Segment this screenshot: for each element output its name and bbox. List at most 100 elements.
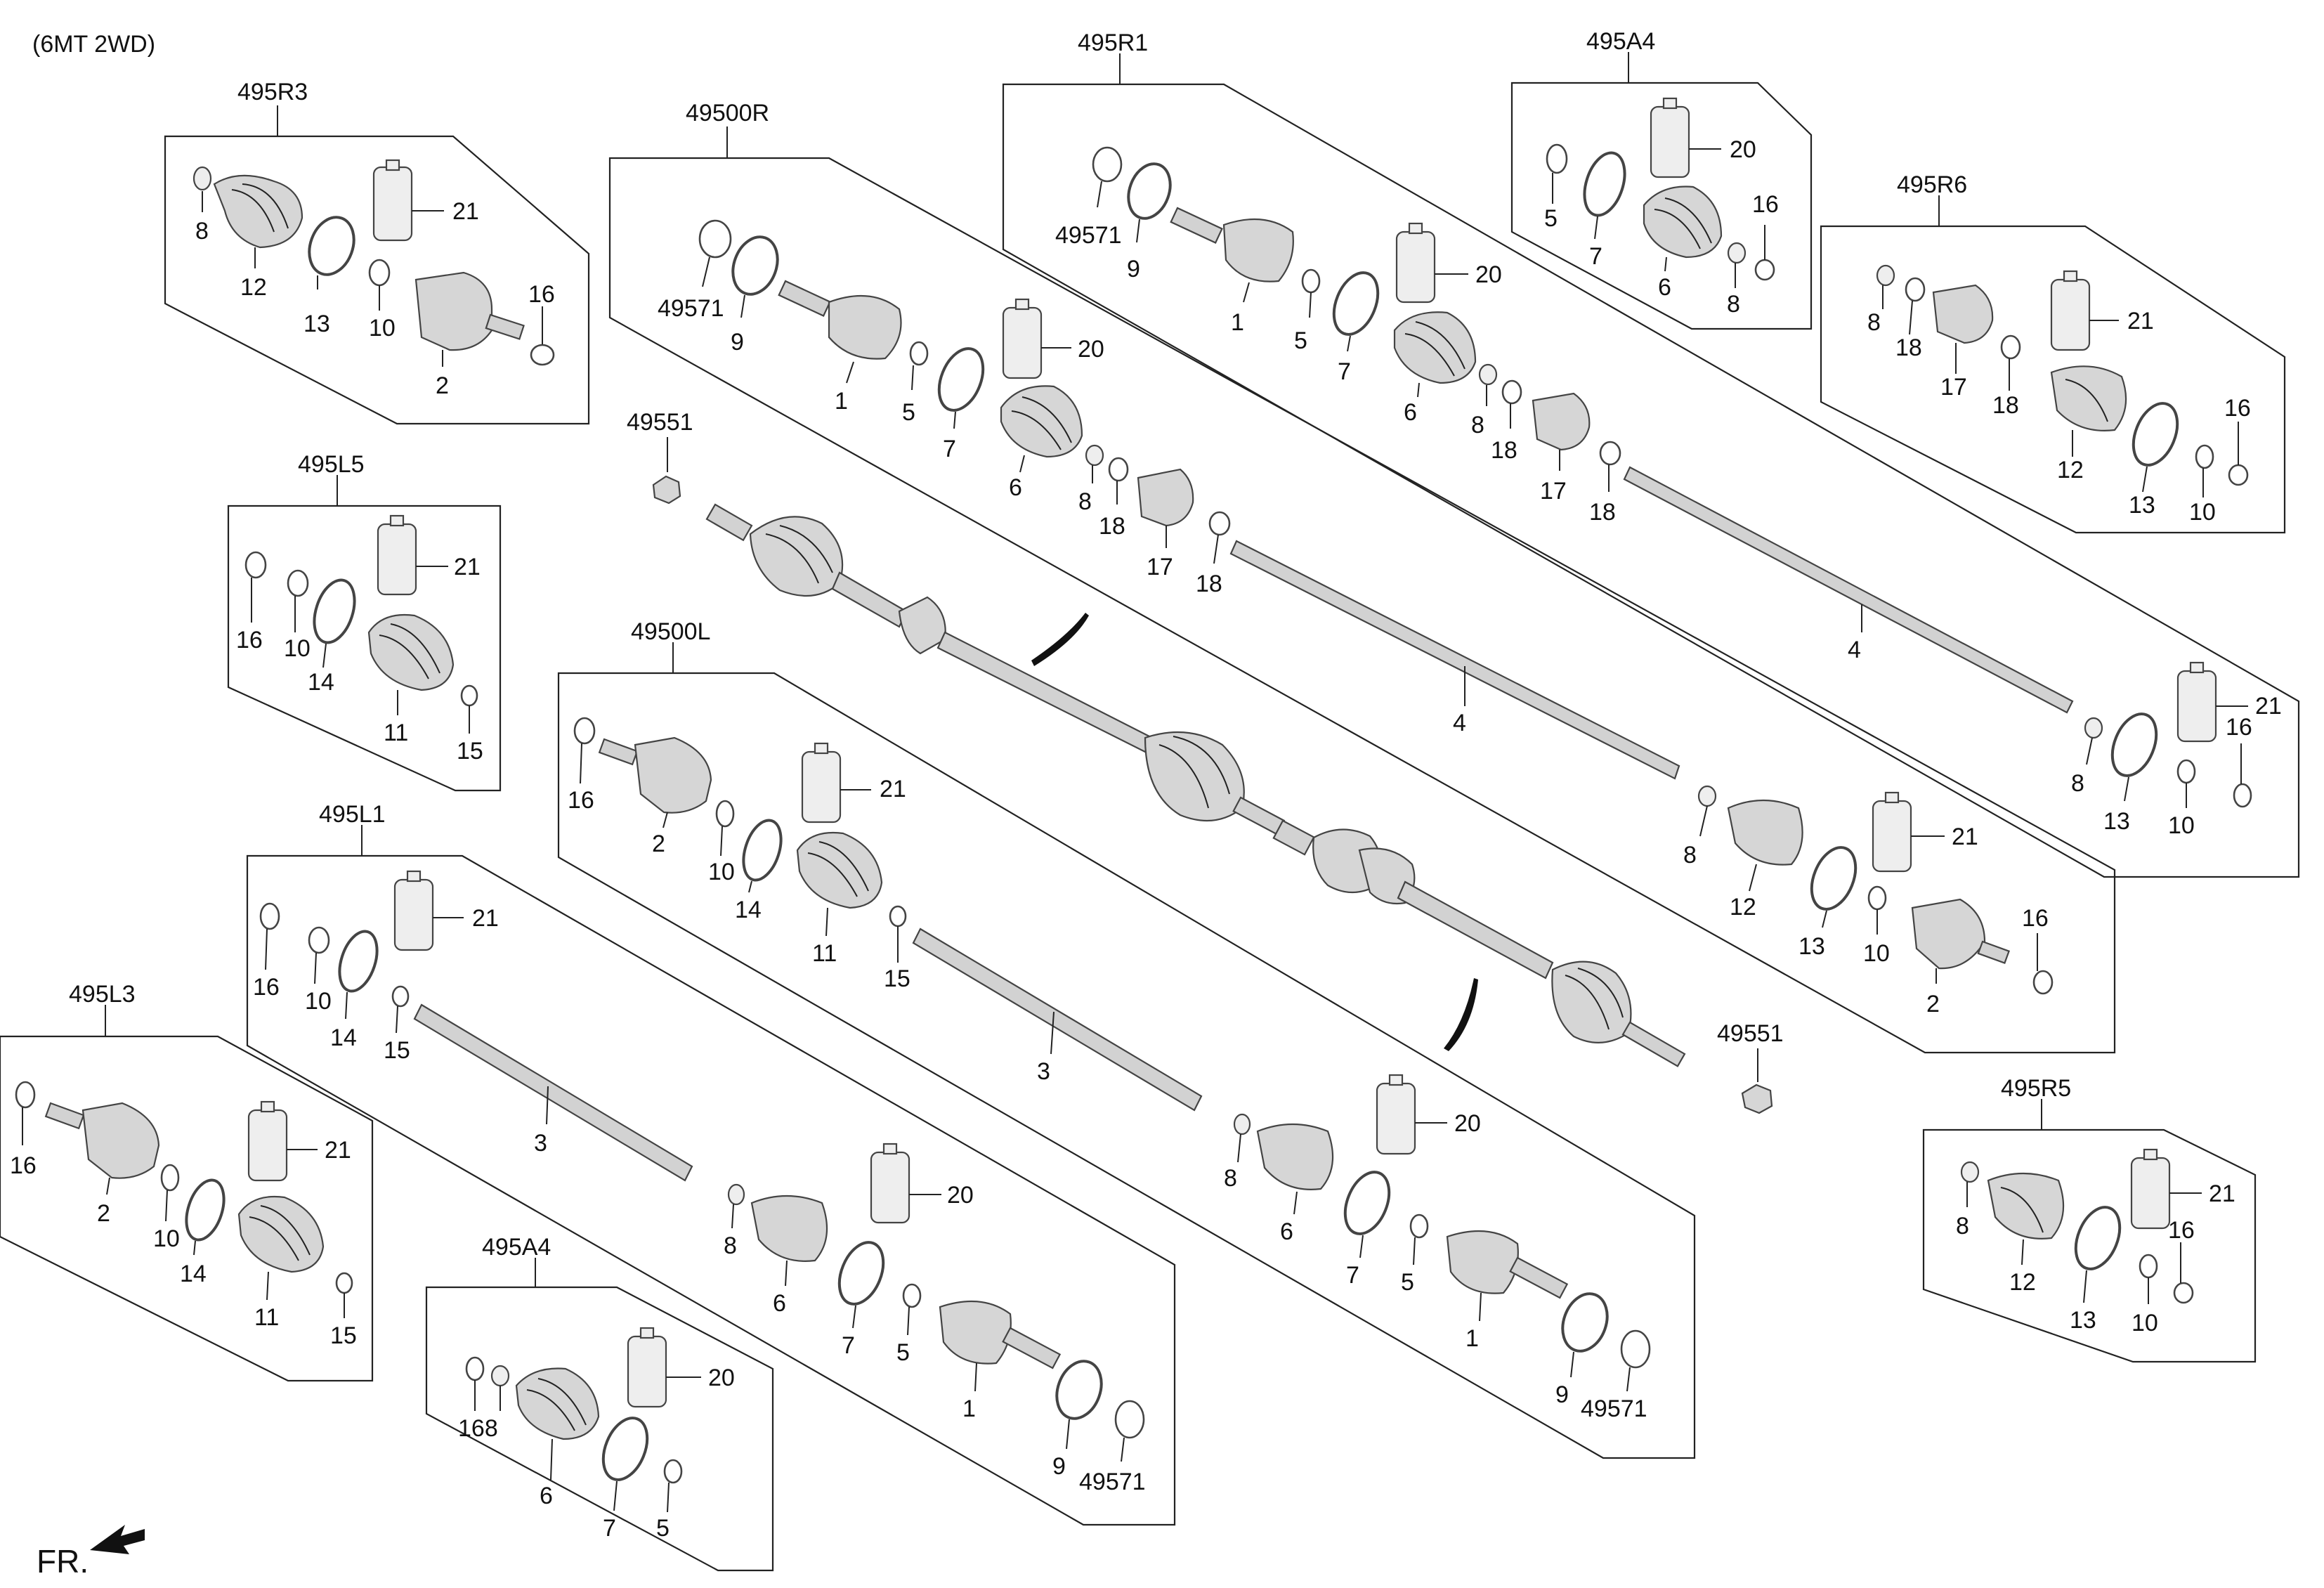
part-label[interactable]: 18 bbox=[1196, 571, 1222, 597]
part-label[interactable]: 6 bbox=[540, 1483, 553, 1509]
group-code-495L1[interactable]: 495L1 bbox=[319, 801, 386, 828]
part-label[interactable]: 1 bbox=[835, 388, 848, 415]
part-label[interactable]: 2 bbox=[652, 831, 665, 857]
part-label[interactable]: 6 bbox=[773, 1290, 786, 1317]
group-code-49551-bottom[interactable]: 49551 bbox=[1717, 1020, 1784, 1047]
part-label[interactable]: 3 bbox=[1037, 1058, 1050, 1085]
part-label[interactable]: 20 bbox=[1475, 261, 1502, 288]
part-label[interactable]: 5 bbox=[1544, 205, 1558, 232]
part-label[interactable]: 13 bbox=[1799, 933, 1825, 960]
part-label[interactable]: 15 bbox=[884, 965, 910, 992]
group-code-495R6[interactable]: 495R6 bbox=[1897, 171, 1967, 198]
part-label[interactable]: 17 bbox=[1540, 478, 1567, 505]
part-label[interactable]: 6 bbox=[1658, 274, 1671, 301]
group-code-495R5[interactable]: 495R5 bbox=[2001, 1075, 2071, 1102]
group-code-495A4-bottom[interactable]: 495A4 bbox=[482, 1234, 551, 1261]
part-label[interactable]: 1 bbox=[1465, 1325, 1479, 1352]
part-label[interactable]: 5 bbox=[656, 1515, 670, 1542]
part-label[interactable]: 13 bbox=[2103, 808, 2130, 835]
part-label[interactable]: 16 bbox=[2022, 905, 2049, 932]
part-label[interactable]: 8 bbox=[1683, 842, 1697, 868]
part-label[interactable]: 16 bbox=[1752, 191, 1779, 218]
part-label[interactable]: 7 bbox=[1346, 1262, 1359, 1289]
part-label[interactable]: 16 bbox=[236, 627, 263, 653]
part-label[interactable]: 21 bbox=[472, 905, 499, 932]
part-label[interactable]: 13 bbox=[2129, 492, 2155, 519]
part-label[interactable]: 21 bbox=[452, 198, 479, 225]
part-label[interactable]: 6 bbox=[1009, 474, 1022, 501]
part-label[interactable]: 10 bbox=[369, 315, 396, 341]
part-label[interactable]: 11 bbox=[254, 1304, 279, 1331]
group-code-495L5[interactable]: 495L5 bbox=[298, 451, 365, 478]
part-label[interactable]: 8 bbox=[724, 1232, 737, 1259]
part-label[interactable]: 13 bbox=[303, 311, 330, 337]
part-label[interactable]: 20 bbox=[1078, 336, 1104, 363]
part-label[interactable]: 12 bbox=[1730, 894, 1756, 920]
group-code-49500R[interactable]: 49500R bbox=[686, 100, 769, 126]
part-label[interactable]: 3 bbox=[534, 1130, 547, 1157]
part-label[interactable]: 49571 bbox=[1581, 1395, 1647, 1422]
part-label[interactable]: 12 bbox=[2057, 457, 2084, 483]
part-label[interactable]: 18 bbox=[1491, 437, 1517, 464]
part-label[interactable]: 10 bbox=[2189, 499, 2216, 526]
part-label[interactable]: 168 bbox=[458, 1415, 498, 1442]
part-label[interactable]: 21 bbox=[454, 554, 481, 580]
part-label[interactable]: 49571 bbox=[1055, 222, 1122, 249]
part-label[interactable]: 8 bbox=[1471, 412, 1484, 438]
part-label[interactable]: 21 bbox=[880, 776, 906, 802]
part-label[interactable]: 49571 bbox=[1079, 1469, 1146, 1495]
part-label[interactable]: 9 bbox=[731, 329, 744, 356]
part-label[interactable]: 7 bbox=[842, 1332, 855, 1359]
part-label[interactable]: 12 bbox=[240, 274, 267, 301]
part-label[interactable]: 20 bbox=[947, 1182, 974, 1209]
part-label[interactable]: 20 bbox=[708, 1365, 735, 1391]
part-label[interactable]: 21 bbox=[2209, 1180, 2235, 1207]
part-label[interactable]: 21 bbox=[2255, 693, 2282, 720]
part-label[interactable]: 49571 bbox=[658, 295, 724, 322]
part-label[interactable]: 10 bbox=[708, 859, 735, 885]
part-label[interactable]: 20 bbox=[1454, 1110, 1481, 1137]
part-label[interactable]: 21 bbox=[325, 1137, 351, 1164]
part-label[interactable]: 1 bbox=[1231, 309, 1244, 336]
part-label[interactable]: 14 bbox=[180, 1261, 207, 1287]
part-label[interactable]: 2 bbox=[97, 1200, 110, 1227]
part-label[interactable]: 15 bbox=[457, 738, 483, 764]
part-label[interactable]: 10 bbox=[2132, 1310, 2158, 1336]
part-label[interactable]: 10 bbox=[2168, 812, 2195, 839]
part-label[interactable]: 16 bbox=[2224, 395, 2251, 422]
group-code-495L3[interactable]: 495L3 bbox=[69, 981, 136, 1008]
part-label[interactable]: 5 bbox=[1401, 1269, 1414, 1296]
part-label[interactable]: 10 bbox=[305, 988, 332, 1015]
part-label[interactable]: 2 bbox=[436, 372, 449, 399]
part-label[interactable]: 20 bbox=[1730, 136, 1756, 163]
part-label[interactable]: 17 bbox=[1940, 374, 1967, 401]
group-code-49500L[interactable]: 49500L bbox=[631, 618, 710, 645]
part-label[interactable]: 18 bbox=[1895, 334, 1922, 361]
part-label[interactable]: 11 bbox=[384, 720, 408, 746]
part-label[interactable]: 9 bbox=[1555, 1381, 1569, 1408]
part-label[interactable]: 7 bbox=[603, 1515, 616, 1542]
part-label[interactable]: 6 bbox=[1404, 399, 1417, 426]
part-label[interactable]: 8 bbox=[1224, 1165, 1237, 1192]
part-label[interactable]: 11 bbox=[812, 940, 837, 967]
part-label[interactable]: 9 bbox=[1052, 1453, 1066, 1480]
part-label[interactable]: 5 bbox=[1294, 327, 1307, 354]
part-label[interactable]: 8 bbox=[2071, 770, 2084, 797]
part-label[interactable]: 18 bbox=[1589, 499, 1616, 526]
part-label[interactable]: 14 bbox=[330, 1024, 357, 1051]
part-label[interactable]: 14 bbox=[308, 669, 334, 696]
part-label[interactable]: 16 bbox=[2226, 714, 2252, 741]
part-label[interactable]: 18 bbox=[1992, 392, 2019, 419]
part-label[interactable]: 21 bbox=[2127, 308, 2154, 334]
part-label[interactable]: 10 bbox=[153, 1225, 180, 1252]
part-label[interactable]: 5 bbox=[896, 1339, 910, 1366]
part-label[interactable]: 7 bbox=[1589, 243, 1602, 270]
part-label[interactable]: 16 bbox=[10, 1152, 37, 1179]
part-label[interactable]: 8 bbox=[1956, 1213, 1969, 1239]
part-label[interactable]: 10 bbox=[284, 635, 311, 662]
part-label[interactable]: 14 bbox=[735, 897, 762, 923]
part-label[interactable]: 16 bbox=[253, 974, 280, 1001]
part-label[interactable]: 21 bbox=[1952, 824, 1978, 850]
group-code-49551-top[interactable]: 49551 bbox=[627, 409, 693, 436]
part-label[interactable]: 4 bbox=[1453, 710, 1466, 736]
